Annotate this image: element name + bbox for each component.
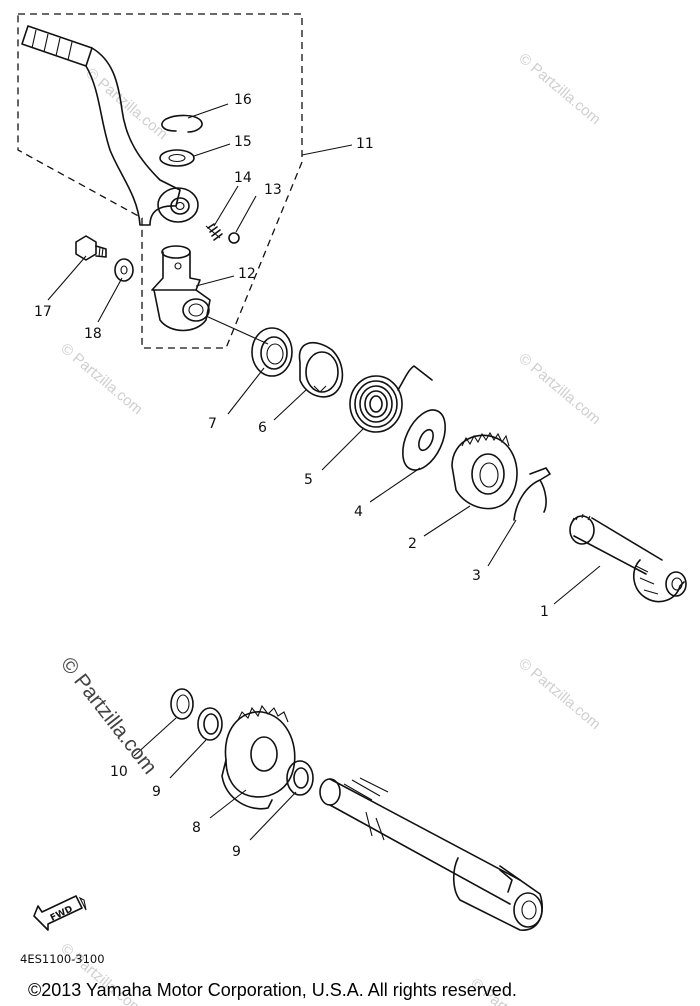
- watermark: © Partzilla.com: [515, 655, 603, 733]
- callout-4: 4: [354, 504, 363, 520]
- callout-13: 13: [264, 182, 282, 198]
- watermark: © Partzilla.com: [515, 50, 603, 128]
- kick-axle-1: [569, 513, 687, 603]
- callout-7: 7: [208, 416, 217, 432]
- washer-4: [402, 409, 446, 471]
- watermark-layer: © Partzilla.com © Partzilla.com © Partzi…: [57, 50, 603, 1006]
- fwd-arrow-badge: FWD: [33, 895, 87, 931]
- washer-15: [159, 149, 195, 167]
- spring-guide-6: [298, 341, 344, 398]
- callout-17: 17: [34, 304, 52, 320]
- oil-seal-7: [251, 327, 293, 377]
- diagram-code: 4ES1100-3100: [20, 952, 105, 966]
- callout-9-upper: 9: [152, 784, 161, 800]
- callout-10: 10: [110, 764, 128, 780]
- callout-2: 2: [408, 536, 417, 552]
- callout-11: 11: [356, 136, 374, 152]
- ball-13: [228, 232, 240, 244]
- callout-labels: 16 15 11 14 13 12 17 18 7 6 5 4 2 3 1 10…: [34, 92, 549, 860]
- callout-8: 8: [192, 820, 201, 836]
- washer-9-lower: [286, 760, 314, 796]
- bolt-17: [75, 235, 107, 261]
- callout-18: 18: [84, 326, 102, 342]
- assembly-boundary: [17, 13, 303, 349]
- circlip-16: [161, 114, 203, 133]
- ratchet-wheel-2: [451, 431, 518, 510]
- watermark: © Partzilla.com: [57, 340, 145, 418]
- callout-3: 3: [472, 568, 481, 584]
- callout-14: 14: [234, 170, 252, 186]
- washer-9-upper: [197, 707, 223, 741]
- idle-gear-8: [221, 704, 296, 810]
- callout-12: 12: [238, 266, 256, 282]
- torsion-spring-5: [349, 365, 433, 433]
- callout-15: 15: [234, 134, 252, 150]
- watermark: © Partzilla.com: [515, 350, 603, 428]
- kick-boss-12: [151, 245, 211, 332]
- washer-18: [114, 258, 134, 282]
- circlip-10: [170, 688, 194, 720]
- kick-crank-lever: [21, 25, 199, 226]
- spring-14: [205, 223, 223, 241]
- lower-shaft: [319, 777, 544, 931]
- callout-1: 1: [540, 604, 549, 620]
- watermark-feature: © Partzilla.com: [56, 653, 161, 779]
- clip-3: [513, 467, 551, 521]
- callout-9-lower: 9: [232, 844, 241, 860]
- callout-5: 5: [304, 472, 313, 488]
- copyright-notice: ©2013 Yamaha Motor Corporation, U.S.A. A…: [28, 980, 517, 1000]
- callout-16: 16: [234, 92, 252, 108]
- leader-lines: [47, 103, 601, 841]
- callout-6: 6: [258, 420, 267, 436]
- assembly-axis: [205, 315, 269, 345]
